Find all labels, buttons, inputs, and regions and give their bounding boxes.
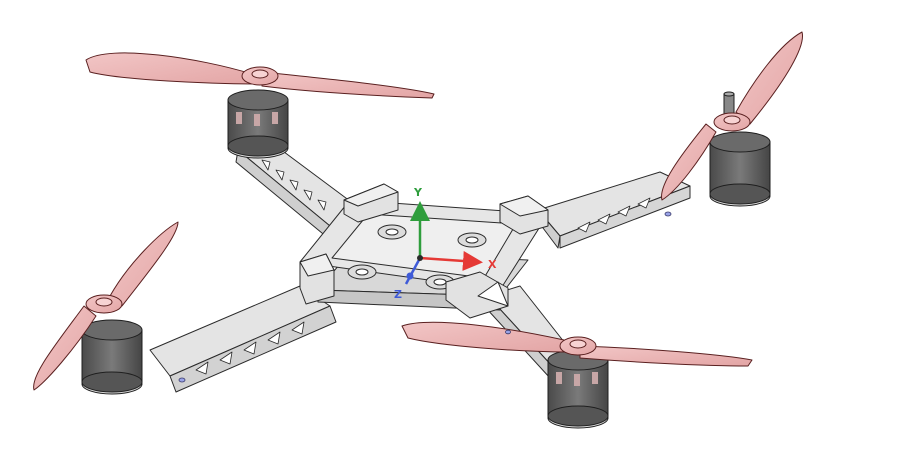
propeller-back-left [85,52,435,99]
screws [178,211,672,383]
propeller-front-left [33,221,179,391]
propeller-front-right [401,321,753,367]
arm-back-left [235,139,363,239]
corner-blocks [299,183,549,319]
propeller-back-right [661,31,803,201]
x-axis-label: X [488,258,497,271]
propellers [33,31,803,391]
z-axis-label: Z [394,288,402,301]
z-axis-cap [406,272,414,280]
x-axis-arrow [419,250,483,271]
y-axis-label: Y [413,186,423,199]
mount-holes [347,224,487,290]
motor-back-left [227,89,289,159]
origin-triad[interactable]: X Y Z [394,186,497,301]
z-axis-arrow [404,257,422,285]
arm-front-left [149,285,337,393]
motors [81,89,771,429]
origin-point [417,255,423,261]
motor-front-right [547,349,609,429]
motor-front-left [81,319,143,395]
motor-back-right [709,91,771,207]
